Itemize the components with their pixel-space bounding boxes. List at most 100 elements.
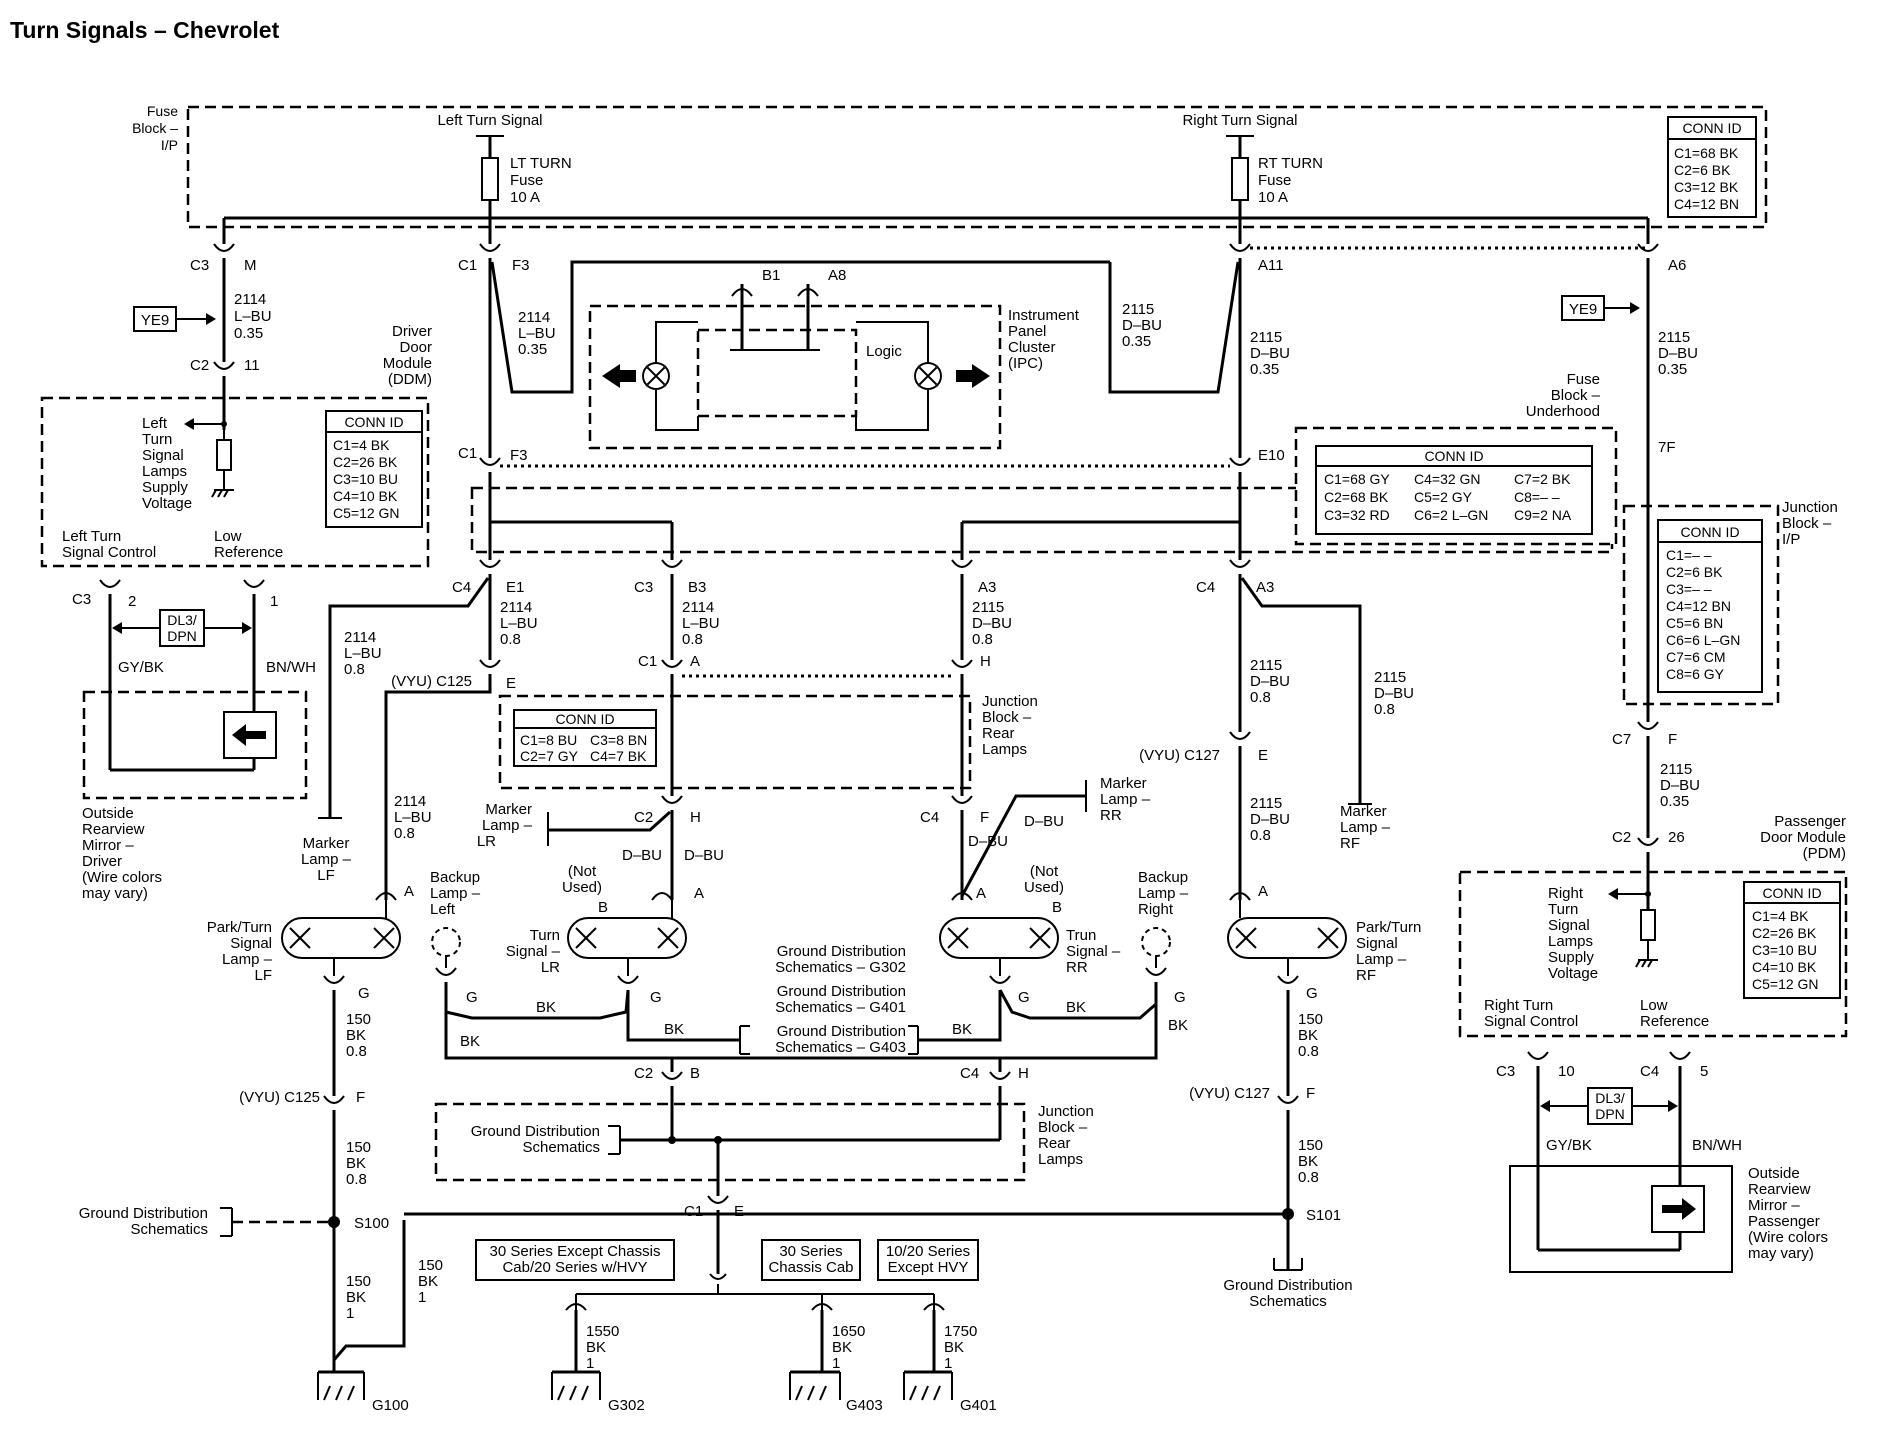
svg-text:D–BU: D–BU xyxy=(972,615,1012,632)
svg-text:10 A: 10 A xyxy=(510,189,540,206)
svg-text:C4: C4 xyxy=(960,1065,979,1082)
svg-text:C1=4 BK: C1=4 BK xyxy=(1752,908,1809,924)
svg-text:0.8: 0.8 xyxy=(1374,701,1395,718)
svg-text:C1: C1 xyxy=(458,257,477,274)
svg-text:F3: F3 xyxy=(510,447,528,464)
svg-text:Lamp –: Lamp – xyxy=(1340,819,1391,836)
svg-text:0.8: 0.8 xyxy=(1298,1043,1319,1060)
svg-text:E1: E1 xyxy=(506,579,524,596)
svg-text:Door: Door xyxy=(399,339,432,356)
rt-turn-fuse: Right Turn Signal RT TURN Fuse 10 A xyxy=(1182,112,1323,218)
svg-text:G: G xyxy=(1306,985,1318,1002)
svg-text:G100: G100 xyxy=(372,1397,409,1414)
svg-text:Passenger: Passenger xyxy=(1748,1213,1820,1230)
svg-text:C1: C1 xyxy=(638,653,657,670)
svg-text:2114: 2114 xyxy=(500,599,532,616)
rf-ground-path: 150 BK 0.8 (VYU) C127 F 150 BK 0.8 S101 … xyxy=(404,990,1353,1310)
svg-text:may vary): may vary) xyxy=(82,885,148,902)
svg-text:LF: LF xyxy=(317,867,335,884)
svg-text:CONN ID: CONN ID xyxy=(1762,885,1821,901)
svg-text:LR: LR xyxy=(477,833,496,850)
svg-text:C3: C3 xyxy=(72,591,91,608)
svg-text:C4=32 GN: C4=32 GN xyxy=(1414,471,1481,487)
svg-text:Lamps: Lamps xyxy=(1038,1151,1083,1168)
svg-text:BK: BK xyxy=(460,1033,480,1050)
svg-text:L–BU: L–BU xyxy=(394,809,432,826)
svg-text:Backup: Backup xyxy=(430,869,480,886)
svg-text:Lamp –: Lamp – xyxy=(1100,791,1151,808)
svg-text:1: 1 xyxy=(418,1289,426,1306)
svg-text:LR: LR xyxy=(541,959,560,976)
svg-text:1: 1 xyxy=(270,593,278,610)
svg-text:2115: 2115 xyxy=(1374,669,1406,686)
svg-text:C2=6 BK: C2=6 BK xyxy=(1674,162,1731,178)
svg-text:Marker: Marker xyxy=(303,835,350,852)
svg-text:2115: 2115 xyxy=(1122,301,1154,318)
svg-text:Marker: Marker xyxy=(485,801,532,818)
svg-text:E: E xyxy=(734,1203,744,1220)
svg-text:Low: Low xyxy=(214,528,242,545)
svg-text:BK: BK xyxy=(832,1339,852,1356)
svg-text:RF: RF xyxy=(1340,835,1360,852)
svg-text:2114: 2114 xyxy=(394,793,426,810)
pdm-feed: A6 YE9 2115 D–BU 0.35 7F xyxy=(1250,218,1698,722)
svg-text:C2=7 GY: C2=7 GY xyxy=(520,748,579,764)
svg-text:Panel: Panel xyxy=(1008,323,1046,340)
svg-text:I/P: I/P xyxy=(161,137,178,153)
park-turn-lamp-rf: A G Park/Turn Signal Lamp – RF xyxy=(1227,883,1421,1002)
instrument-panel-cluster: B1 A8 Logic Instrument Panel Cluster (IP… xyxy=(588,267,1080,450)
svg-text:Block –: Block – xyxy=(1038,1119,1088,1136)
svg-text:Turn: Turn xyxy=(530,927,560,944)
svg-text:Turn: Turn xyxy=(142,431,172,448)
svg-text:A6: A6 xyxy=(1668,257,1686,274)
svg-text:BK: BK xyxy=(346,1289,366,1306)
svg-text:Rearview: Rearview xyxy=(1748,1181,1811,1198)
svg-text:Chassis Cab: Chassis Cab xyxy=(768,1259,853,1276)
svg-text:C2: C2 xyxy=(1612,829,1631,846)
junction-block-ip: CONN ID C1=– – C2=6 BK C3=– – C4=12 BN C… xyxy=(1622,499,1838,706)
driver-door-module: Left Turn Signal Lamps Supply Voltage CO… xyxy=(40,396,430,568)
svg-text:C1=4 BK: C1=4 BK xyxy=(333,437,390,453)
svg-text:0.8: 0.8 xyxy=(1250,827,1271,844)
svg-text:Lamp –: Lamp – xyxy=(301,851,352,868)
svg-text:Park/Turn: Park/Turn xyxy=(207,919,272,936)
svg-text:0.35: 0.35 xyxy=(1250,361,1279,378)
svg-text:C4=7 BK: C4=7 BK xyxy=(590,748,647,764)
svg-text:CONN ID: CONN ID xyxy=(555,711,614,727)
svg-text:C2: C2 xyxy=(190,357,209,374)
svg-text:C3=8 BN: C3=8 BN xyxy=(590,732,647,748)
svg-text:Voltage: Voltage xyxy=(142,495,192,512)
svg-text:2115: 2115 xyxy=(1250,795,1282,812)
svg-text:Right: Right xyxy=(1138,901,1174,918)
svg-text:D–BU: D–BU xyxy=(968,833,1008,850)
svg-text:Driver: Driver xyxy=(82,853,122,870)
svg-text:DL3/: DL3/ xyxy=(167,612,197,628)
svg-text:Marker: Marker xyxy=(1100,775,1147,792)
svg-text:Schematics: Schematics xyxy=(1249,1293,1327,1310)
svg-text:G302: G302 xyxy=(608,1397,645,1414)
svg-text:Block –: Block – xyxy=(982,709,1032,726)
svg-text:GY/BK: GY/BK xyxy=(1546,1137,1592,1154)
ground-g401: G401 xyxy=(903,1370,997,1414)
svg-text:150: 150 xyxy=(1298,1011,1323,1028)
svg-text:M: M xyxy=(244,257,257,274)
svg-text:YE9: YE9 xyxy=(141,312,169,329)
svg-text:0.35: 0.35 xyxy=(1660,793,1689,810)
svg-text:C3=10 BU: C3=10 BU xyxy=(333,471,398,487)
svg-text:Junction: Junction xyxy=(982,693,1038,710)
svg-text:Park/Turn: Park/Turn xyxy=(1356,919,1421,936)
svg-text:BK: BK xyxy=(1298,1153,1318,1170)
svg-text:CONN ID: CONN ID xyxy=(1424,448,1483,464)
svg-text:0.35: 0.35 xyxy=(1658,361,1687,378)
svg-text:Instrument: Instrument xyxy=(1008,307,1080,324)
svg-text:C1=8 BU: C1=8 BU xyxy=(520,732,577,748)
svg-text:C3: C3 xyxy=(634,579,653,596)
svg-text:1: 1 xyxy=(346,1305,354,1322)
svg-text:Mirror –: Mirror – xyxy=(1748,1197,1800,1214)
svg-text:F3: F3 xyxy=(512,257,530,274)
svg-text:H: H xyxy=(1018,1065,1029,1082)
svg-text:F: F xyxy=(1306,1085,1315,1102)
svg-text:Cab/20 Series w/HVY: Cab/20 Series w/HVY xyxy=(502,1259,647,1276)
svg-text:C5=2 GY: C5=2 GY xyxy=(1414,489,1473,505)
svg-text:Turn: Turn xyxy=(1548,901,1578,918)
